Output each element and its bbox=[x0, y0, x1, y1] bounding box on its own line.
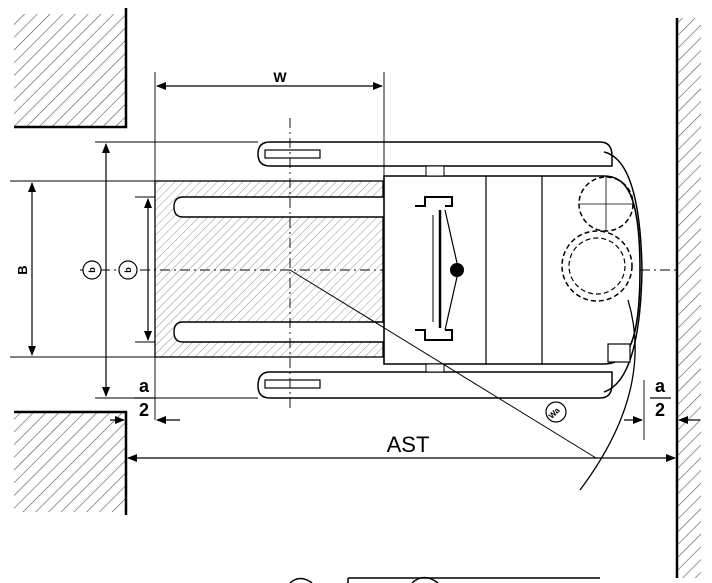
dimension-ast: AST bbox=[127, 432, 676, 462]
label-2-left: 2 bbox=[139, 400, 149, 420]
wall-bottom-left bbox=[14, 410, 128, 515]
cropped-next-view bbox=[289, 576, 600, 583]
label-2-right: 2 bbox=[655, 400, 665, 420]
wall-right bbox=[675, 18, 701, 578]
dimension-outrigger: b bbox=[82, 143, 110, 397]
wall-top-left bbox=[14, 8, 128, 129]
dimension-a-half-right: a 2 bbox=[624, 376, 700, 440]
dimension-a-half-left: a 2 bbox=[110, 376, 180, 424]
truck-body bbox=[257, 141, 643, 399]
dimension-b: B bbox=[15, 182, 36, 356]
fork-tines bbox=[173, 196, 384, 343]
label-circled-small: b bbox=[123, 267, 133, 273]
label-b: B bbox=[15, 265, 30, 274]
dimension-w: W bbox=[156, 69, 383, 90]
label-w: W bbox=[273, 69, 287, 85]
turning-radius-line bbox=[289, 269, 597, 459]
label-ast: AST bbox=[387, 432, 430, 457]
turning-arc bbox=[579, 299, 636, 491]
label-circled-b: b bbox=[87, 267, 97, 273]
label-wa-group: Wa bbox=[545, 401, 567, 423]
label-a-left: a bbox=[139, 376, 150, 396]
dimension-fork-spread: b bbox=[118, 198, 152, 341]
label-a-right: a bbox=[655, 376, 666, 396]
